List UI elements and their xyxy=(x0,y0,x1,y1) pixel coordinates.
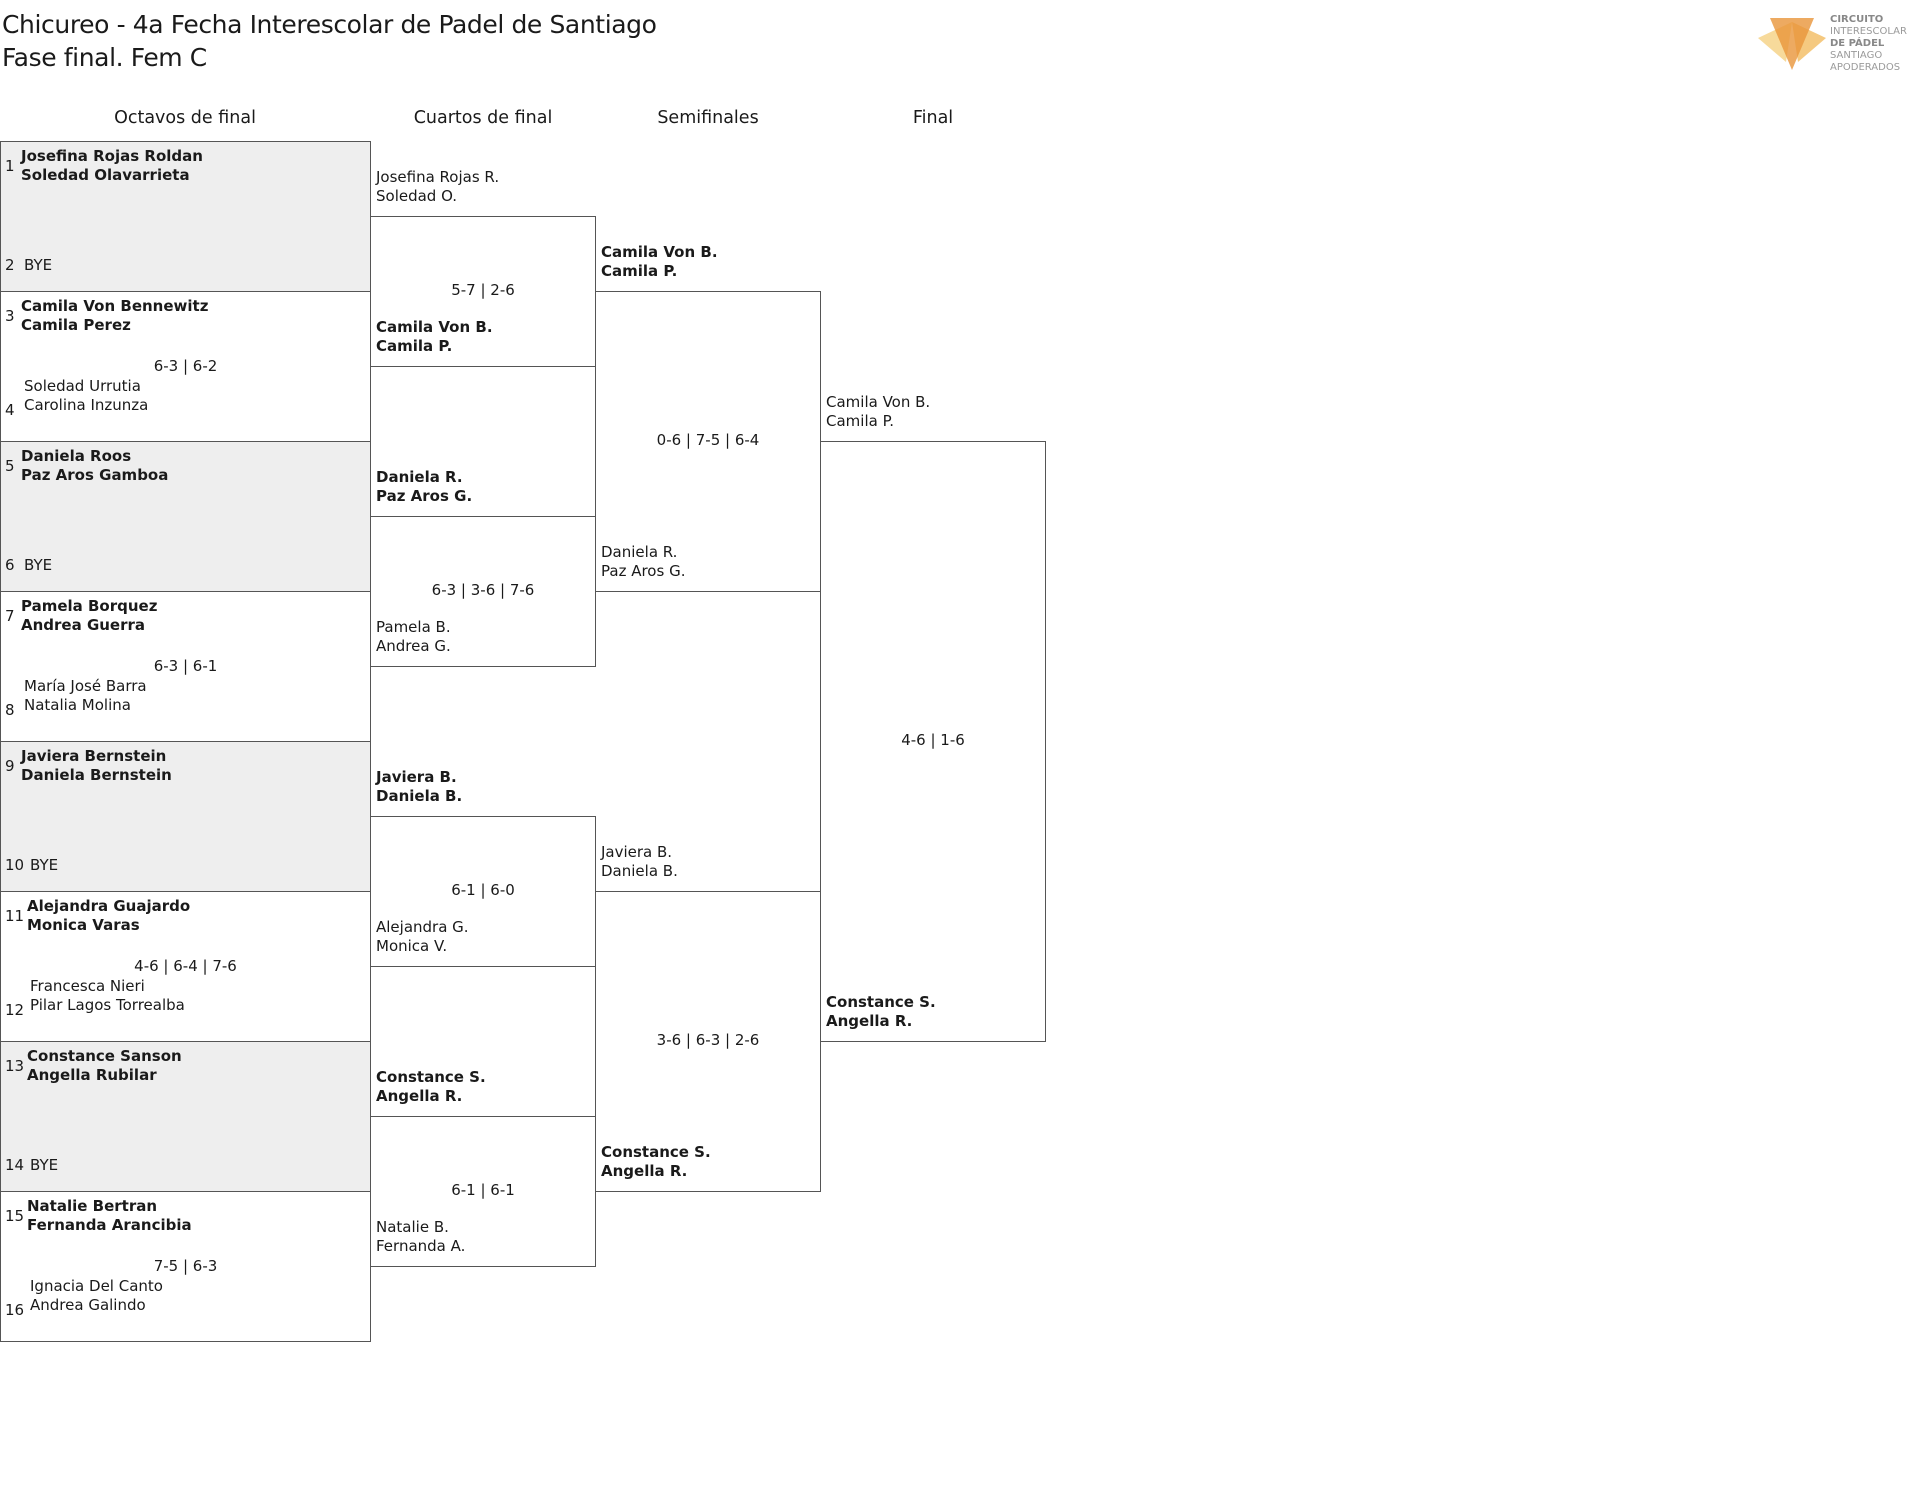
player-name: Paz Aros G. xyxy=(601,562,686,580)
player-name: Javiera B. xyxy=(376,768,457,786)
seed-number: 5 xyxy=(5,457,15,475)
player-name: Camila P. xyxy=(601,262,678,280)
player-name: Constance S. xyxy=(601,1143,711,1161)
fox-logo-icon xyxy=(1758,18,1826,70)
bye-label: BYE xyxy=(30,856,59,874)
player-name: Monica V. xyxy=(376,937,448,955)
player-name: Andrea G. xyxy=(376,637,451,655)
player-name: Daniela R. xyxy=(376,468,463,486)
seed-number: 12 xyxy=(5,1001,25,1019)
player-name: Angella Rubilar xyxy=(27,1066,157,1084)
player-name: Soledad O. xyxy=(376,187,458,205)
match-score: 4-6 | 1-6 xyxy=(901,731,965,749)
player-name: Alejandra G. xyxy=(376,918,469,936)
seed-number: 11 xyxy=(5,907,25,925)
round-header-octavos: Octavos de final xyxy=(114,108,256,128)
player-name: Constance S. xyxy=(376,1068,486,1086)
page-title: Chicureo - 4a Fecha Interescolar de Pade… xyxy=(2,8,657,74)
player-name: Josefina Rojas Roldan xyxy=(21,147,203,165)
match-score: 7-5 | 6-3 xyxy=(153,1257,218,1275)
seed-number: 16 xyxy=(5,1301,25,1319)
match-score: 6-3 | 6-1 xyxy=(153,657,218,675)
match-score: 3-6 | 6-3 | 2-6 xyxy=(656,1031,760,1049)
seed-number: 6 xyxy=(5,556,15,574)
player-name: Daniela B. xyxy=(601,862,678,880)
player-name: María José Barra xyxy=(24,677,147,695)
player-name: Camila P. xyxy=(826,412,895,430)
match-score: 0-6 | 7-5 | 6-4 xyxy=(656,431,760,449)
player-name: Camila Von B. xyxy=(376,318,493,336)
player-name: Angella R. xyxy=(826,1012,913,1030)
bye-label: BYE xyxy=(24,556,53,574)
seed-number: 7 xyxy=(5,607,15,625)
player-name: Pamela B. xyxy=(376,618,451,636)
player-name: Javiera Bernstein xyxy=(21,747,167,765)
seed-number: 4 xyxy=(5,401,15,419)
player-name: Daniela R. xyxy=(601,543,678,561)
match-score: 6-1 | 6-0 xyxy=(451,881,515,899)
seed-number: 8 xyxy=(5,701,15,719)
seed-number: 15 xyxy=(5,1207,25,1225)
match-score: 4-6 | 6-4 | 7-6 xyxy=(134,957,237,975)
player-name: Carolina Inzunza xyxy=(24,396,149,414)
round-header-semifinales: Semifinales xyxy=(657,108,759,128)
player-name: Francesca Nieri xyxy=(30,977,145,995)
seed-number: 3 xyxy=(5,307,15,325)
match-score: 6-1 | 6-1 xyxy=(451,1181,515,1199)
player-name: Paz Aros Gamboa xyxy=(21,466,169,484)
round-header-final: Final xyxy=(912,108,954,128)
player-name: Camila Von B. xyxy=(601,243,718,261)
player-name: Constance S. xyxy=(826,993,936,1011)
player-name: Camila Von B. xyxy=(826,393,931,411)
player-name: Josefina Rojas R. xyxy=(376,168,500,186)
circuit-logo: CIRCUITO INTERESCOLAR DE PÁDEL SANTIAGO … xyxy=(1756,12,1916,76)
player-name: Constance Sanson xyxy=(27,1047,182,1065)
match-box-final xyxy=(820,441,1046,1042)
seed-number: 13 xyxy=(5,1057,25,1075)
player-name: Monica Varas xyxy=(27,916,140,934)
title-line-2: Fase final. Fem C xyxy=(2,43,207,72)
seed-number: 1 xyxy=(5,157,15,175)
player-name: Camila Perez xyxy=(21,316,131,334)
player-name: Ignacia Del Canto xyxy=(30,1277,163,1295)
player-name: Pilar Lagos Torrealba xyxy=(30,996,185,1014)
seed-number: 9 xyxy=(5,757,15,775)
bye-label: BYE xyxy=(24,256,53,274)
seed-number: 2 xyxy=(5,256,15,274)
bye-label: BYE xyxy=(30,1156,59,1174)
player-name: Daniela B. xyxy=(376,787,463,805)
title-line-1: Chicureo - 4a Fecha Interescolar de Pade… xyxy=(2,10,657,39)
player-name: Pamela Borquez xyxy=(21,597,158,615)
round-header-cuartos: Cuartos de final xyxy=(413,108,553,128)
logo-text: CIRCUITO INTERESCOLAR DE PÁDEL SANTIAGO … xyxy=(1830,14,1907,73)
player-name: Fernanda Arancibia xyxy=(27,1216,192,1234)
player-name: Natalie B. xyxy=(376,1218,449,1236)
match-score: 6-3 | 3-6 | 7-6 xyxy=(431,581,535,599)
player-name: Angella R. xyxy=(376,1087,463,1105)
player-name: Angella R. xyxy=(601,1162,688,1180)
player-name: Paz Aros G. xyxy=(376,487,473,505)
match-score: 6-3 | 6-2 xyxy=(153,357,218,375)
player-name: Soledad Urrutia xyxy=(24,377,141,395)
player-name: Javiera B. xyxy=(601,843,673,861)
player-name: Andrea Galindo xyxy=(30,1296,146,1314)
player-name: Andrea Guerra xyxy=(21,616,146,634)
match-box-octavos xyxy=(0,1041,371,1192)
player-name: Natalia Molina xyxy=(24,696,131,714)
player-name: Camila Von Bennewitz xyxy=(21,297,209,315)
player-name: Daniela Roos xyxy=(21,447,132,465)
match-score: 5-7 | 2-6 xyxy=(451,281,515,299)
player-name: Alejandra Guajardo xyxy=(27,897,191,915)
player-name: Natalie Bertran xyxy=(27,1197,158,1215)
player-name: Soledad Olavarrieta xyxy=(21,166,190,184)
player-name: Camila P. xyxy=(376,337,453,355)
seed-number: 14 xyxy=(5,1156,25,1174)
seed-number: 10 xyxy=(5,856,25,874)
player-name: Daniela Bernstein xyxy=(21,766,172,784)
player-name: Fernanda A. xyxy=(376,1237,466,1255)
